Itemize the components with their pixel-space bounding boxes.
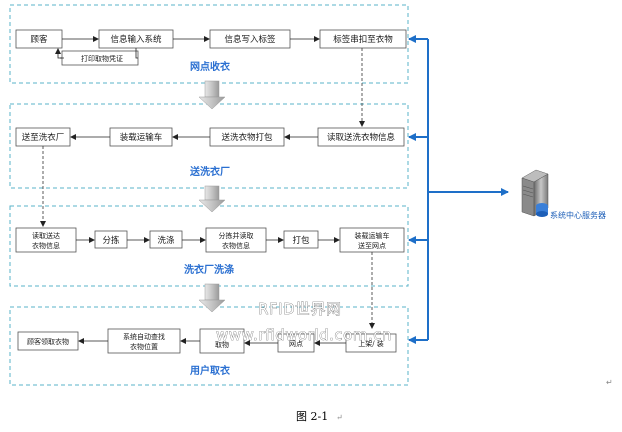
svg-text:取物: 取物 bbox=[215, 340, 229, 349]
transition-arrow-3 bbox=[198, 283, 226, 313]
svg-text:信息写入标签: 信息写入标签 bbox=[224, 34, 276, 45]
node-customer: 顾客 bbox=[15, 29, 63, 49]
section-label-4: 用户取衣 bbox=[189, 364, 230, 377]
node-read-arrived: 读取送达 衣物信息 bbox=[15, 227, 77, 253]
node-info-input: 信息输入系统 bbox=[98, 29, 174, 49]
watermark-line1: RFID世界网 bbox=[258, 300, 342, 318]
section-label-1: 网点收衣 bbox=[190, 60, 230, 73]
node-to-factory: 送至洗衣厂 bbox=[15, 127, 71, 147]
flow-arrow bbox=[55, 48, 64, 59]
svg-text:装载运输车: 装载运输车 bbox=[120, 132, 163, 143]
node-sort-read: 分拣并读取 衣物信息 bbox=[205, 227, 267, 253]
svg-text:打包: 打包 bbox=[292, 235, 310, 246]
svg-text:系统自动查找: 系统自动查找 bbox=[123, 332, 165, 341]
paragraph-mark-icon: ↵ bbox=[606, 378, 613, 387]
node-pack-clothes: 送洗衣物打包 bbox=[209, 127, 285, 147]
svg-text:衣物信息: 衣物信息 bbox=[32, 241, 60, 250]
node-attach-tag: 标签串扣至衣物 bbox=[319, 29, 407, 49]
transition-arrow-1 bbox=[198, 80, 226, 110]
node-write-tag: 信息写入标签 bbox=[209, 29, 291, 49]
node-sort: 分拣 bbox=[94, 230, 128, 249]
node-read-info: 读取送洗衣物信息 bbox=[317, 127, 405, 147]
svg-text:顾客: 顾客 bbox=[30, 34, 48, 45]
svg-text:顾客领取衣物: 顾客领取衣物 bbox=[27, 337, 69, 346]
svg-text:读取送达: 读取送达 bbox=[32, 231, 60, 240]
svg-text:衣物信息: 衣物信息 bbox=[222, 241, 250, 250]
svg-text:标签串扣至衣物: 标签串扣至衣物 bbox=[333, 34, 393, 45]
node-load-ship: 装载运输车 送至网点 bbox=[339, 227, 405, 253]
transition-arrow-2 bbox=[198, 185, 226, 213]
svg-text:送洗衣物打包: 送洗衣物打包 bbox=[221, 132, 273, 143]
svg-text:读取送洗衣物信息: 读取送洗衣物信息 bbox=[327, 132, 396, 143]
node-auto-locate: 系统自动查找 衣物位置 bbox=[107, 328, 181, 354]
svg-text:送至网点: 送至网点 bbox=[358, 241, 386, 250]
svg-text:分拣并读取: 分拣并读取 bbox=[219, 231, 254, 240]
server-icon bbox=[521, 169, 549, 217]
section-label-2: 送洗衣厂 bbox=[189, 165, 230, 178]
svg-text:分拣: 分拣 bbox=[102, 235, 120, 246]
svg-text:装载运输车: 装载运输车 bbox=[355, 231, 390, 240]
watermark-line2: www.rfidworld.com.cn bbox=[216, 326, 392, 344]
node-load-truck: 装载运输车 bbox=[109, 127, 173, 147]
svg-text:网点: 网点 bbox=[289, 340, 303, 348]
server-label: 系统中心服务器 bbox=[550, 210, 606, 220]
svg-text:信息输入系统: 信息输入系统 bbox=[110, 34, 162, 45]
node-wash: 洗涤 bbox=[149, 230, 183, 249]
svg-text:衣物位置: 衣物位置 bbox=[130, 342, 158, 351]
svg-text:上架/ 装: 上架/ 装 bbox=[358, 339, 384, 348]
node-customer-pickup: 顾客领取衣物 bbox=[17, 331, 79, 351]
node-retrieve: 取物 bbox=[199, 328, 245, 354]
section-label-3: 洗衣厂洗涤 bbox=[184, 263, 234, 276]
paragraph-mark-icon: ↵ bbox=[336, 413, 343, 422]
svg-text:打印取物凭证: 打印取物凭证 bbox=[81, 54, 123, 63]
svg-text:送至洗衣厂: 送至洗衣厂 bbox=[22, 132, 65, 143]
figure-caption: 图 2-1 bbox=[296, 410, 328, 423]
flow-arrow bbox=[135, 48, 138, 59]
svg-text:洗涤: 洗涤 bbox=[157, 235, 175, 246]
node-package: 打包 bbox=[283, 230, 319, 249]
node-print-receipt: 打印取物凭证 bbox=[61, 50, 139, 66]
